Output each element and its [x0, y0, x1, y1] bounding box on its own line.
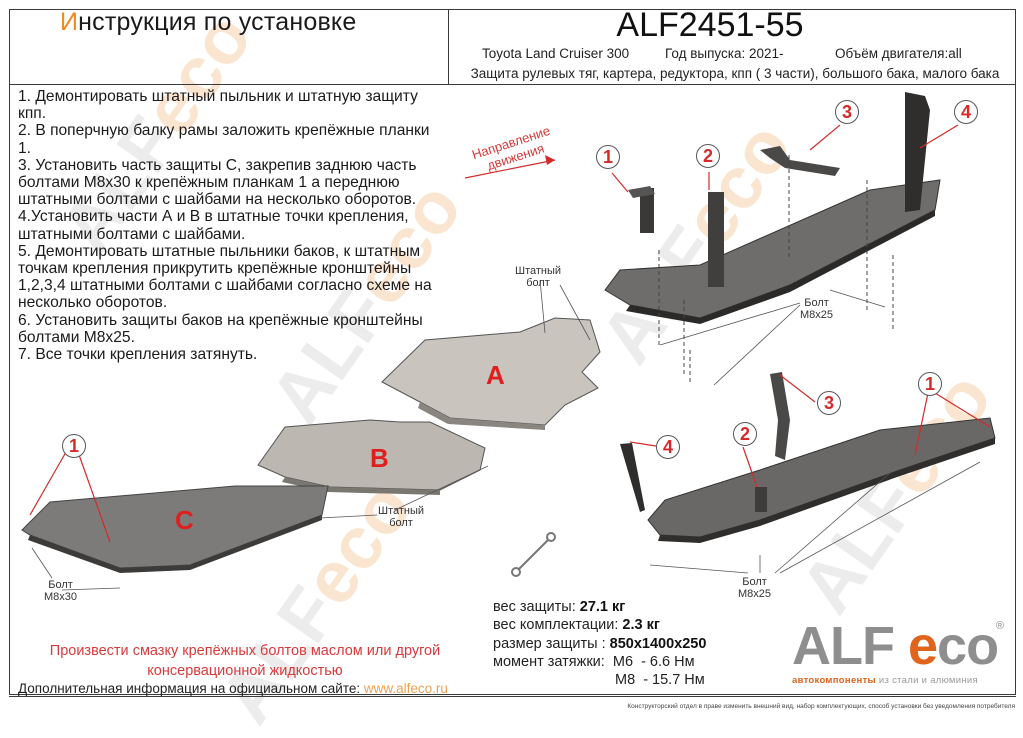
alfeco-logo: ® ALF eco автокомпоненты из стали и алюм… [792, 616, 1004, 686]
document-frame [9, 9, 1016, 695]
lubrication-warning: Произвести смазку крепёжных болтов масло… [49, 643, 441, 679]
callout-2: 2 [733, 422, 757, 446]
torque-row-m8: М8 - 15.7 Нм [615, 672, 705, 689]
header-divider [9, 84, 1016, 85]
callout-4: 4 [656, 435, 680, 459]
disclaimer: Конструкторский отдел в праве изменить в… [627, 703, 1015, 710]
plates-abc-diagram [21, 92, 996, 591]
website-link[interactable]: www.alfeco.ru [363, 681, 448, 696]
step-4: 4.Установить части А и В в штатные точки… [18, 208, 409, 243]
step-3: 3. Установить часть защиты С, закрепив з… [18, 156, 417, 209]
callout-3: 3 [835, 100, 859, 124]
size-row: размер защиты : 850х1400х250 [493, 635, 707, 652]
car-model: Toyota Land Cruiser 300 [482, 46, 630, 61]
kit-weight-row: вес комплектации: 2.3 кг [493, 617, 660, 634]
product-description: Защита рулевых тяг, картера, редуктора, … [470, 66, 1000, 81]
specs-block: вес защиты: 27.1 кг вес комплектации: 2.… [493, 598, 706, 689]
part-label-c: C [175, 505, 194, 535]
page-title: Инструкция по установке [60, 8, 357, 36]
weight-row: вес защиты: 27.1 кг [493, 599, 626, 615]
installation-steps: 1. Демонтировать штатный пыльник и штатн… [18, 88, 438, 363]
step-2: 2. В поперчную балку рамы заложить крепё… [18, 122, 430, 157]
step-1: 1. Демонтировать штатный пыльник и штатн… [18, 88, 418, 123]
year: Год выпуска: 2021- [665, 46, 784, 61]
product-code: ALF2451-55 [616, 6, 804, 44]
torque-row: момент затяжки: М6 - 6.6 Нм [493, 653, 695, 670]
engine: Объём двигателя:all [835, 46, 962, 61]
callout-1: 1 [596, 145, 620, 169]
part-label-b: B [370, 443, 389, 473]
step-7: 7. Все точки крепления затянуть. [18, 346, 258, 364]
step-6: 6. Установить защиты баков на крепёжные … [18, 311, 423, 346]
callout-2: 2 [696, 144, 720, 168]
wrench-icon [511, 532, 556, 577]
header-column-divider [448, 9, 449, 85]
footer-divider [9, 696, 1016, 697]
callout-3: 3 [817, 391, 841, 415]
additional-info: Дополнительная информация на официальном… [18, 681, 448, 696]
step-5: 5. Демонтировать штатные пыльники баков,… [18, 242, 432, 312]
callout-4: 4 [954, 100, 978, 124]
callout-1: 1 [62, 434, 86, 458]
part-label-a: A [486, 360, 505, 390]
callout-1: 1 [918, 372, 942, 396]
